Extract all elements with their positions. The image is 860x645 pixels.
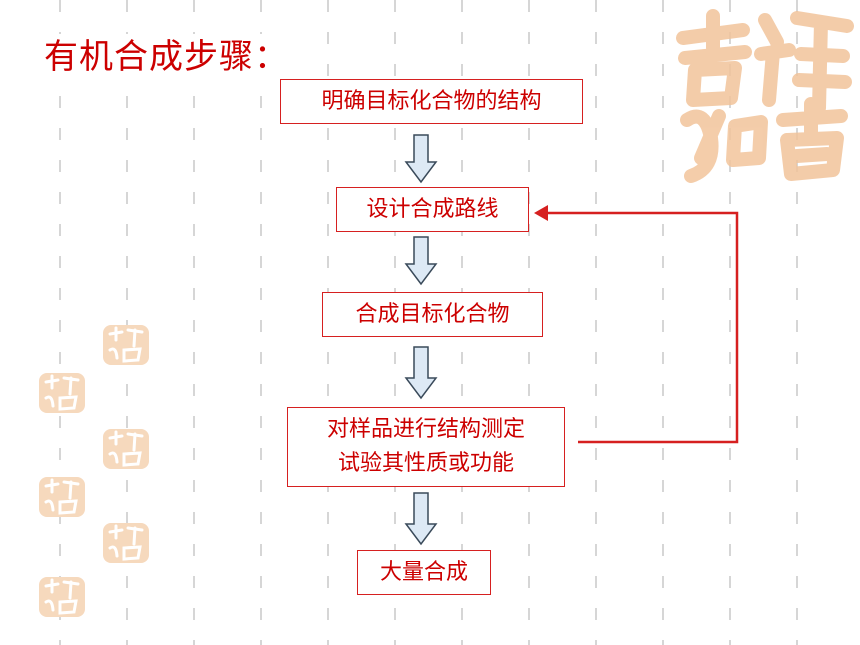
grid-line [260, 0, 262, 645]
auspicious-seal-icon [103, 429, 149, 469]
step-label-line-1: 对样品进行结构测定 [326, 417, 525, 442]
auspicious-seal-icon [39, 477, 85, 517]
step-box-synthesize-target: 合成目标化合物 [322, 292, 543, 337]
auspicious-seal-icon [39, 577, 85, 617]
auspicious-seal-icon [676, 9, 854, 183]
grid-line [662, 0, 664, 645]
page-title: 有机合成步骤： [40, 34, 295, 80]
grid-line [59, 0, 61, 645]
grid-line [796, 0, 798, 645]
step-box-define-target: 明确目标化合物的结构 [280, 79, 583, 124]
down-arrow-icon [404, 134, 438, 184]
down-arrow-icon [404, 346, 438, 400]
down-arrow-icon [404, 492, 438, 546]
auspicious-seal-icon [103, 325, 149, 365]
grid-line [193, 0, 195, 645]
step-label: 合成目标化合物 [355, 301, 510, 327]
step-label-line-2: 试验其性质或功能 [337, 451, 514, 476]
grid-line [126, 0, 128, 645]
step-label: 明确目标化合物的结构 [321, 88, 542, 114]
step-box-design-route: 设计合成路线 [336, 187, 529, 232]
down-arrow-icon [404, 236, 438, 286]
arrow-head-icon [534, 205, 548, 221]
auspicious-seal-icon [103, 523, 149, 563]
step-label: 设计合成路线 [366, 196, 499, 222]
step-box-scale-up: 大量合成 [357, 550, 491, 595]
auspicious-seal-icon [39, 373, 85, 413]
grid-line [595, 0, 597, 645]
step-box-characterize-test: 对样品进行结构测定 试验其性质或功能 [287, 407, 565, 487]
step-label: 大量合成 [379, 559, 468, 585]
